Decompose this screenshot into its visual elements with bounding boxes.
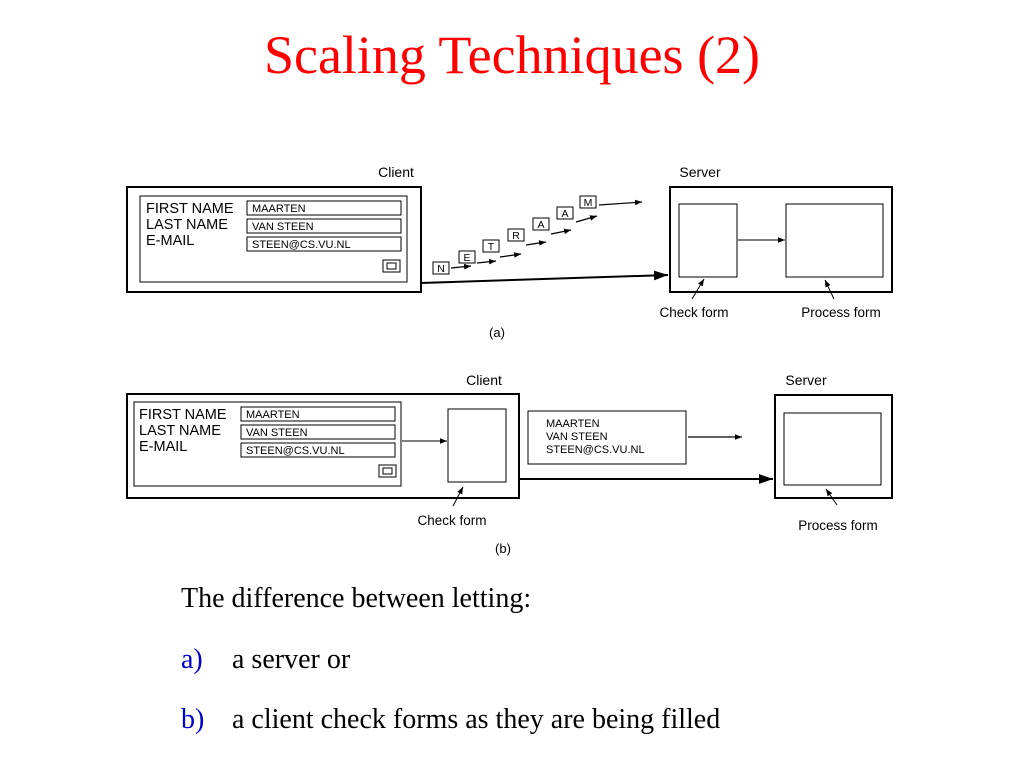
process-form-label-b: Process form — [798, 518, 878, 533]
server-label-a: Server — [679, 164, 721, 180]
email-field-b — [240, 442, 396, 458]
slide-title: Scaling Techniques (2) — [263, 25, 761, 85]
bullet-text-a: a server or — [232, 644, 351, 675]
char-chip: R — [507, 228, 547, 246]
process-form-box-a — [785, 203, 884, 278]
last-name-label-a: LAST NAME — [146, 217, 228, 233]
message-line-2-b: VAN STEEN — [546, 431, 608, 443]
submit-button-inner-a — [386, 262, 397, 270]
char-label: N — [437, 263, 445, 275]
email-label-b: E-MAIL — [139, 439, 187, 455]
bullet-marker-a: a) — [181, 644, 203, 675]
bullet-item-b: b) a client check forms as they are being… — [181, 706, 720, 734]
char-chip: N — [432, 261, 472, 275]
submit-button-inner-b — [382, 467, 393, 475]
first-name-field-b — [240, 406, 396, 422]
email-value-b: STEEN@CS.VU.NL — [246, 445, 345, 457]
check-form-pointer-a — [691, 278, 705, 300]
request-arrow-a — [420, 270, 669, 284]
email-value-a: STEEN@CS.VU.NL — [252, 239, 351, 251]
check-form-box-a — [678, 203, 738, 278]
char-label: A — [561, 208, 568, 220]
email-field-a — [246, 236, 402, 252]
message-line-1-b: MAARTEN — [546, 418, 600, 430]
email-label-a: E-MAIL — [146, 233, 194, 249]
server-label-b: Server — [785, 372, 827, 388]
bullet-text-b: a client check forms as they are being f… — [232, 704, 721, 735]
process-form-label-a: Process form — [801, 305, 881, 320]
caption-a: (a) — [489, 325, 505, 340]
process-form-pointer-a — [824, 279, 835, 300]
char-chip: A — [532, 217, 572, 235]
char-chip: E — [458, 250, 497, 265]
last-name-field-a — [246, 218, 402, 234]
process-form-pointer-b — [825, 488, 838, 506]
first-name-label-a: FIRST NAME — [146, 201, 234, 217]
check-form-box-b — [447, 408, 507, 483]
char-label: A — [537, 219, 544, 231]
last-name-field-b — [240, 424, 396, 440]
first-name-value-a: MAARTEN — [252, 203, 306, 215]
check-form-pointer-b — [452, 486, 464, 507]
client-label-a: Client — [378, 164, 414, 180]
char-label: T — [488, 241, 495, 253]
char-label: E — [463, 252, 470, 264]
char-chip: A — [556, 206, 598, 223]
bullet-marker-b: b) — [181, 704, 205, 735]
bullet-item-a: a) a server or — [181, 646, 350, 674]
char-chip: T — [482, 239, 522, 258]
caption-b: (b) — [495, 541, 511, 556]
check-form-label-b: Check form — [417, 513, 486, 528]
client-label-b: Client — [466, 372, 502, 388]
check-form-label-a: Check form — [659, 305, 728, 320]
first-name-field-a — [246, 200, 402, 216]
char-label: R — [512, 230, 520, 242]
last-name-value-a: VAN STEEN — [252, 221, 314, 233]
first-name-label-b: FIRST NAME — [139, 407, 227, 423]
first-name-value-b: MAARTEN — [246, 409, 300, 421]
char-stream-a: N E T R A — [432, 195, 643, 275]
message-line-3-b: STEEN@CS.VU.NL — [546, 444, 645, 456]
char-label: M — [584, 197, 593, 209]
diagram-b: Client Server FIRST NAME LAST NAME E-MAI… — [126, 372, 893, 556]
process-form-box-b — [783, 412, 882, 486]
body-intro: The difference between letting: — [181, 583, 532, 614]
last-name-label-b: LAST NAME — [139, 423, 221, 439]
char-chip: M — [579, 195, 643, 209]
message-box-b — [527, 410, 687, 465]
diagram-a: Client Server FIRST NAME LAST NAME E-MAI… — [126, 164, 893, 340]
last-name-value-b: VAN STEEN — [246, 427, 308, 439]
